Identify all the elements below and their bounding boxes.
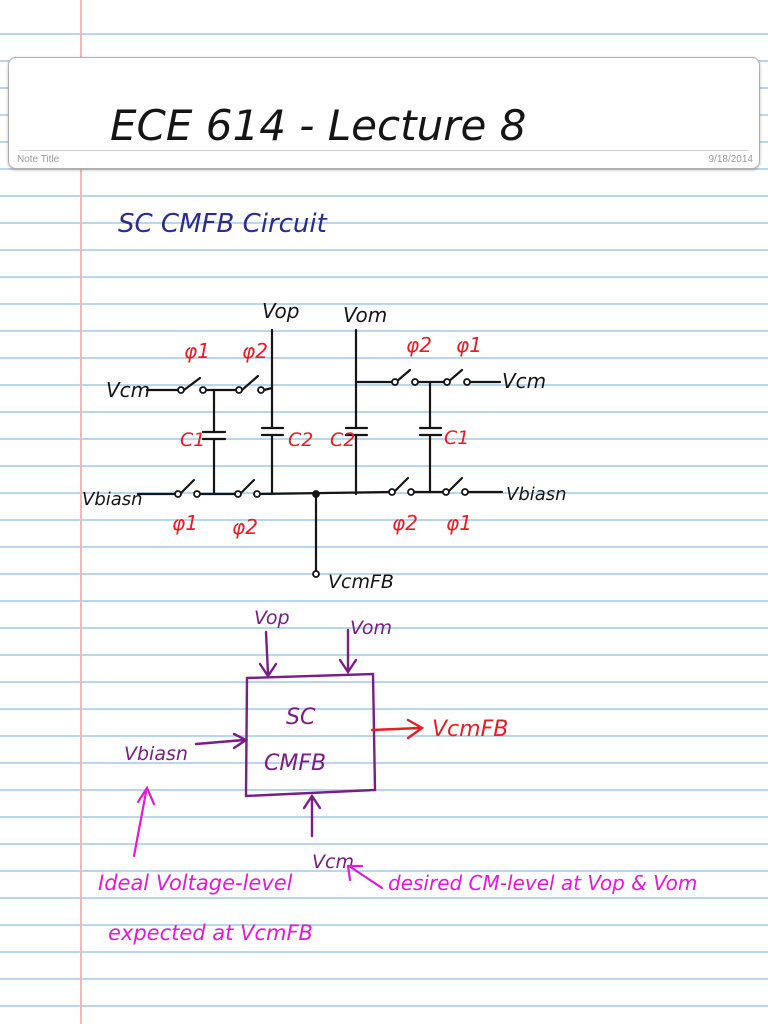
note-title-box: Note Title 9/18/2014 [8, 57, 760, 169]
title-divider [19, 150, 749, 151]
arrow-vom [338, 628, 358, 675]
label-c1-right: C1 [444, 427, 469, 449]
label-phi2-top-right: φ2 [406, 333, 432, 357]
switch-phi1-bot-right [446, 476, 464, 494]
block-output-vcmfb: VcmFB [432, 717, 508, 742]
note-date: 9/18/2014 [708, 154, 754, 165]
label-phi1-bot-right: φ1 [446, 511, 472, 535]
switch-phi2-bot-right [392, 476, 410, 494]
switch-terminals [174, 378, 471, 578]
label-phi1-top-right: φ1 [456, 333, 482, 357]
annotation-ideal-line2: expected at VcmFB [108, 921, 313, 945]
arrow-vcmfb-output [370, 718, 425, 740]
arrow-vbiasn [194, 732, 249, 750]
switch-phi2-bot-left [238, 478, 256, 496]
arrow-ideal-to-vbiasn [132, 785, 156, 858]
lecture-heading: ECE 614 - Lecture 8 [110, 101, 526, 150]
block-input-vcm: Vcm [312, 851, 354, 873]
switch-phi2-top-left [240, 374, 260, 392]
label-c2-right: C2 [330, 429, 355, 451]
arrow-desired-to-vcm [346, 864, 384, 890]
annotation-ideal-line1: Ideal Voltage-level [98, 871, 293, 895]
label-vcm-right: Vcm [502, 369, 546, 393]
annotation-desired: desired CM-level at Vop & Vom [388, 871, 697, 895]
arrow-vcm [302, 793, 322, 838]
wire-bottom-center [258, 490, 392, 496]
block-label-cmfb: CMFB [264, 751, 326, 776]
arrow-vop [258, 630, 278, 679]
label-vbiasn-right: Vbiasn [506, 484, 567, 505]
block-input-vbiasn: Vbiasn [124, 743, 188, 765]
label-phi2-top-left: φ2 [242, 339, 268, 363]
sc-cmfb-schematic [136, 328, 504, 574]
block-input-vom: Vom [350, 617, 392, 639]
section-title: SC CMFB Circuit [118, 209, 328, 239]
switch-phi1-bot-left [178, 478, 196, 496]
label-vcmfb-schematic: VcmFB [328, 571, 394, 593]
block-label-sc: SC [286, 705, 316, 730]
label-phi1-top-left: φ1 [184, 339, 210, 363]
wire-top-left-end [262, 386, 274, 392]
label-phi1-bot-left: φ1 [172, 511, 198, 535]
annotation-arrows [132, 785, 384, 890]
switch-phi1-top-left [182, 376, 202, 392]
label-vom: Vom [343, 303, 387, 327]
note-title-label: Note Title [17, 154, 60, 165]
label-phi2-bot-right: φ2 [392, 511, 418, 535]
label-c1-left: C1 [180, 429, 205, 451]
label-vcm-left: Vcm [106, 378, 150, 402]
cmfb-block-diagram [194, 628, 377, 838]
margin-line [80, 0, 82, 1024]
block-input-vop: Vop [254, 607, 290, 629]
label-phi2-bot-left: φ2 [232, 515, 258, 539]
label-vbiasn-left: Vbiasn [82, 489, 143, 510]
label-c2-left: C2 [288, 429, 313, 451]
cmfb-block [244, 672, 377, 798]
label-vop: Vop [262, 299, 299, 323]
